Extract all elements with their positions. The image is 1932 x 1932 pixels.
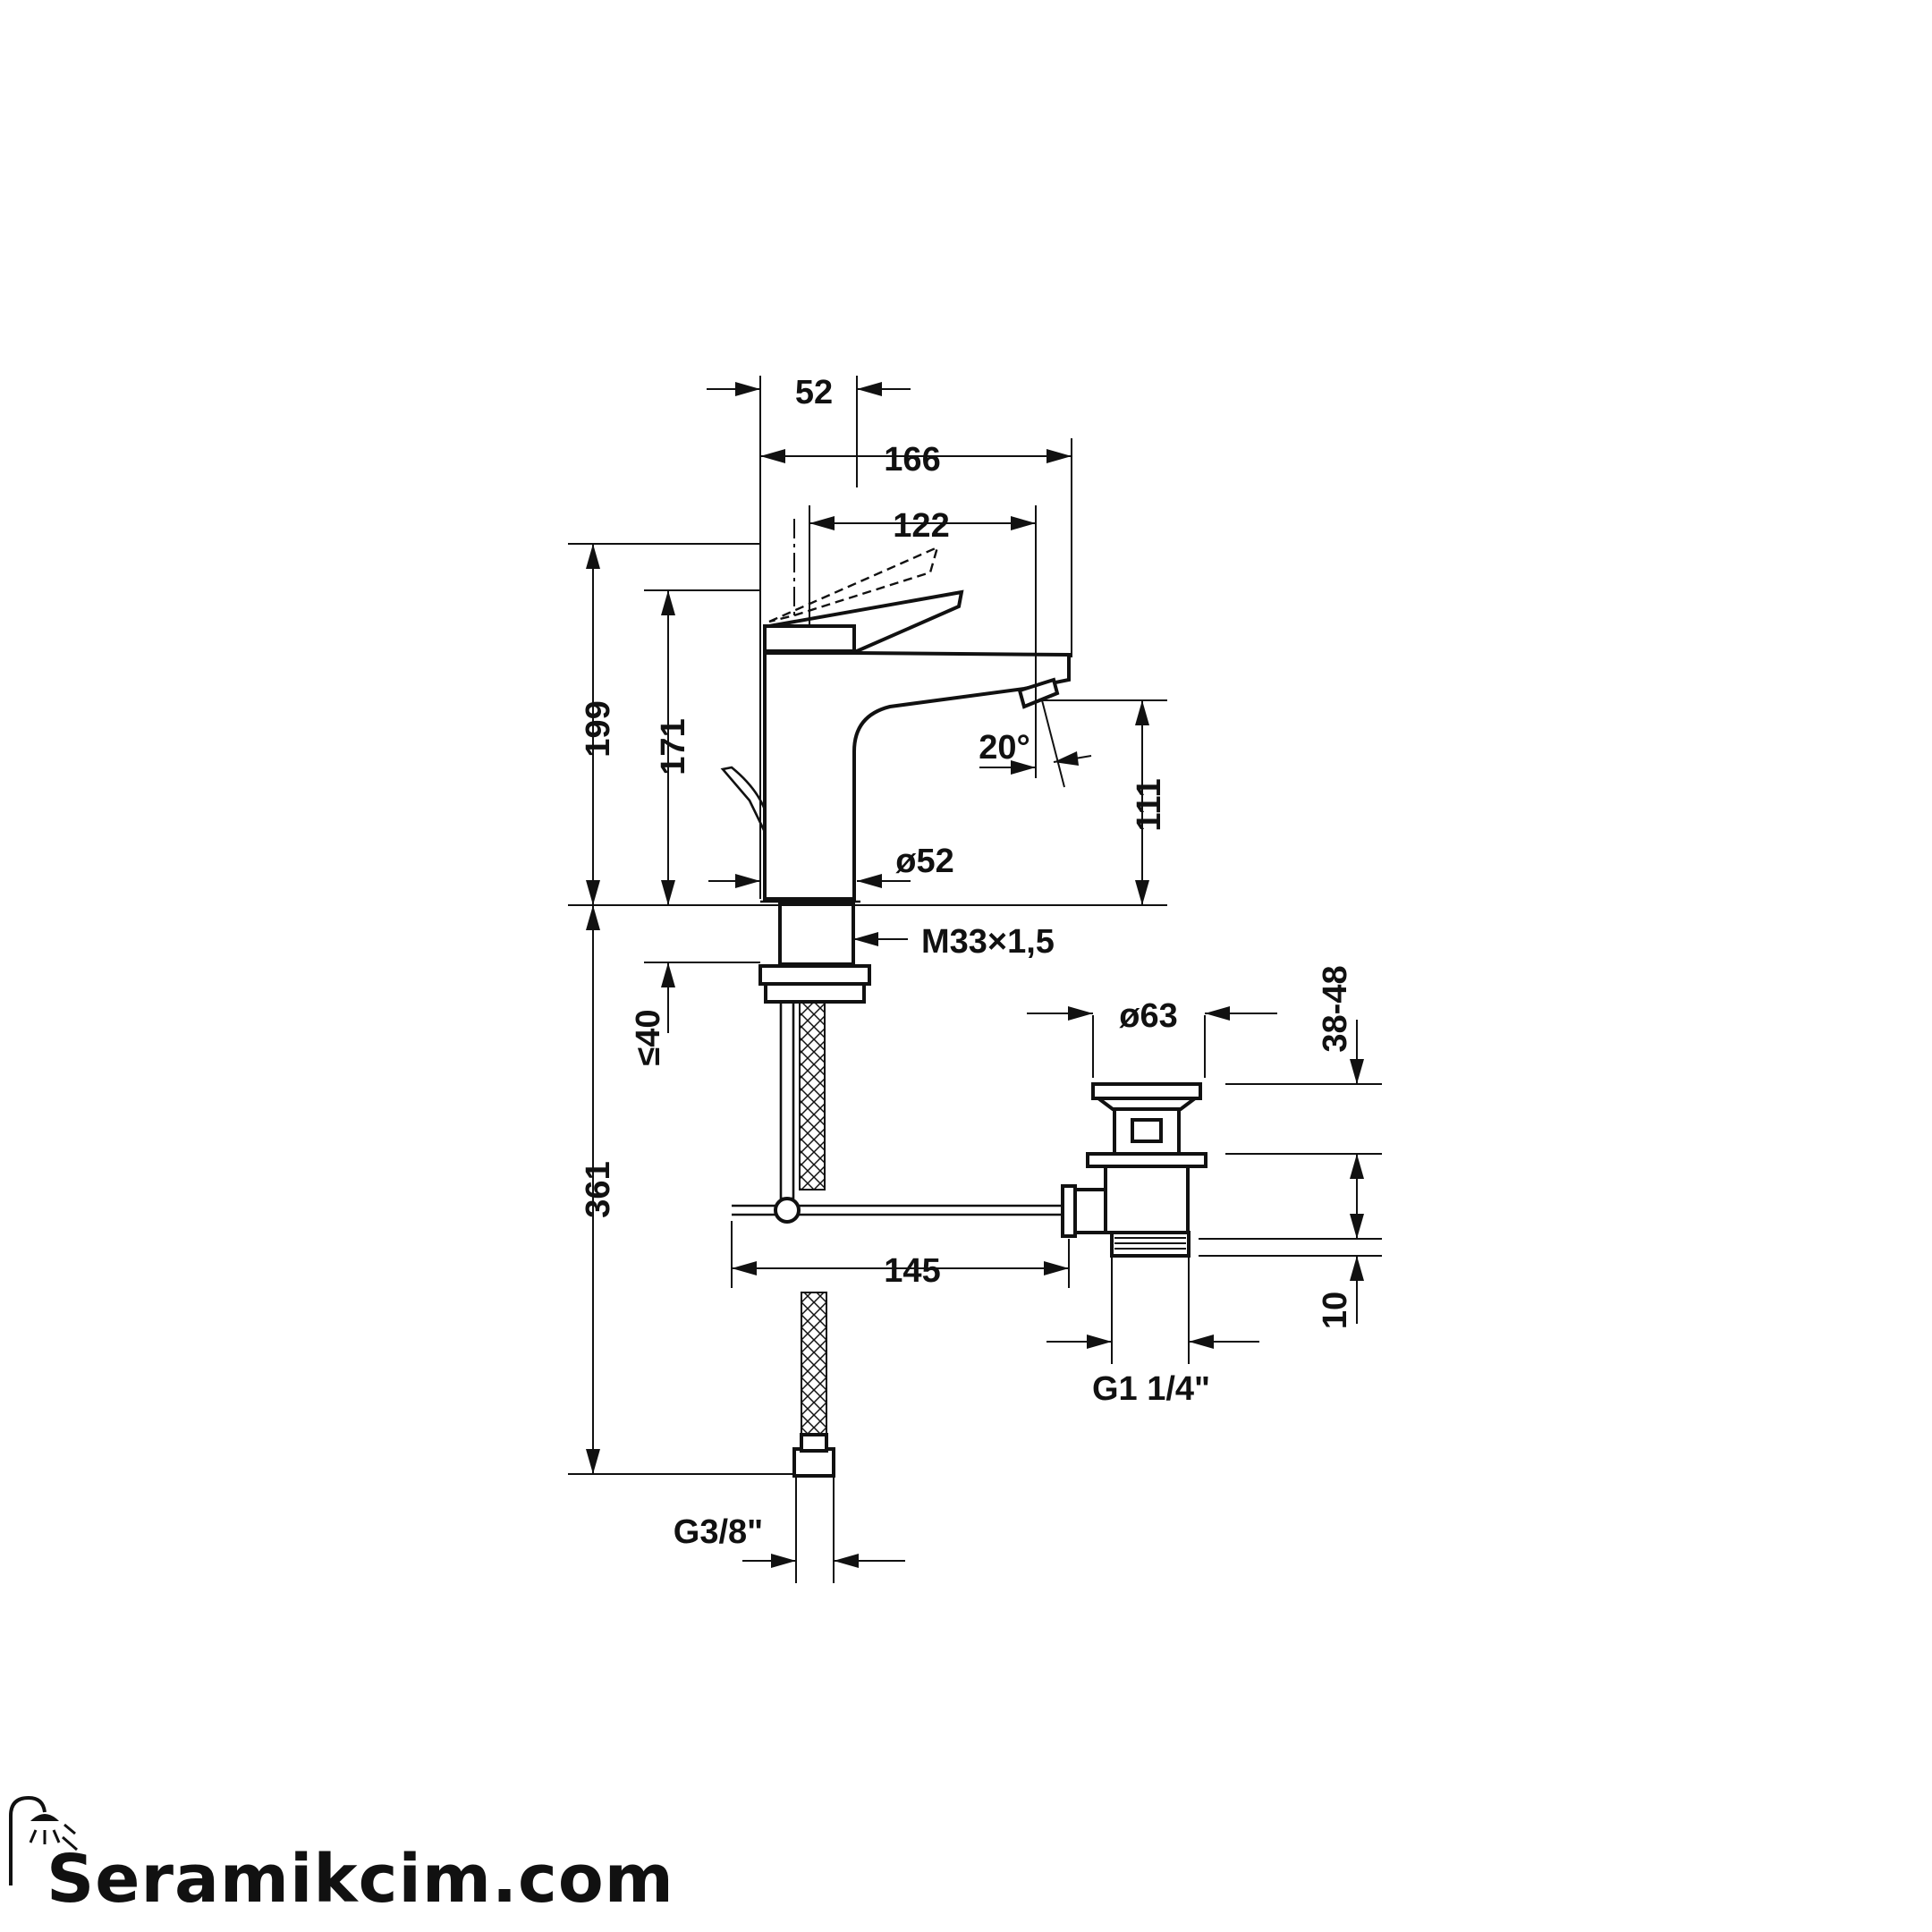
drain-waste — [1061, 1082, 1208, 1258]
dim-phi63: ø63 — [1119, 997, 1177, 1035]
dim-361: 361 — [580, 1161, 617, 1217]
shower-head-icon — [9, 1795, 78, 1885]
dim-g38: G3/8" — [674, 1513, 763, 1551]
dim-171: 171 — [655, 718, 692, 775]
dimension-labels: 52 166 122 199 171 20° 111 ø52 M33×1,5 ≤… — [580, 374, 1354, 1551]
dim-122: 122 — [893, 507, 949, 545]
faucet-body — [720, 519, 1071, 1478]
dim-m33: M33×1,5 — [921, 923, 1055, 961]
dim-111: 111 — [1131, 778, 1168, 831]
dim-166: 166 — [884, 441, 940, 479]
dimension-lines — [568, 376, 1382, 1583]
dim-10: 10 — [1317, 1292, 1354, 1329]
dim-g114: G1 1/4" — [1092, 1370, 1210, 1408]
dim-20deg: 20° — [979, 729, 1030, 767]
dim-145: 145 — [884, 1252, 940, 1290]
dim-199: 199 — [580, 700, 617, 757]
dim-phi52: ø52 — [895, 843, 953, 880]
brand-wordmark: Seramikcim.com — [47, 1841, 674, 1918]
dim-52-top: 52 — [795, 374, 833, 411]
dim-le40: ≤40 — [630, 1009, 667, 1065]
dim-38-48: 38-48 — [1317, 965, 1354, 1052]
